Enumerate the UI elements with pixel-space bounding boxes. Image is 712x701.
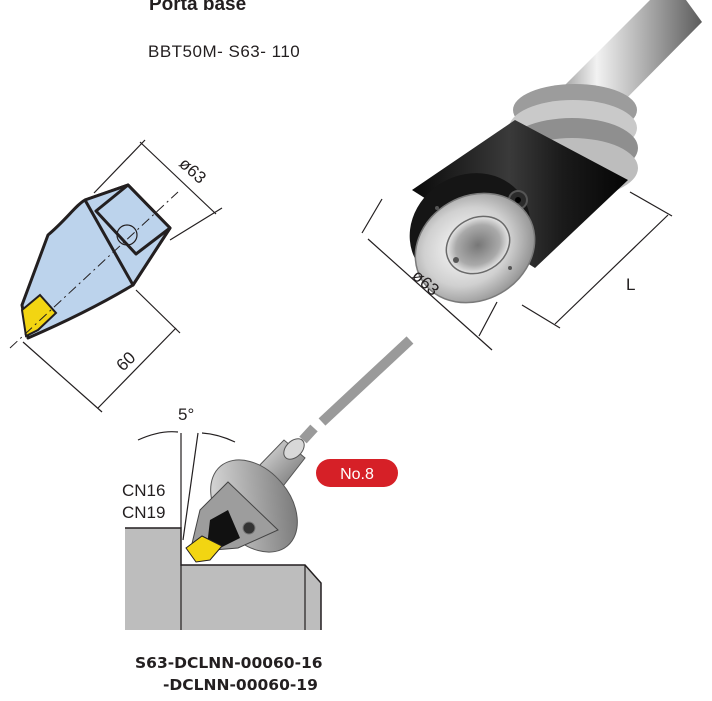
workpiece-body [125,528,321,630]
angle-label: 5° [178,405,194,424]
tool-holder [409,0,702,304]
sketch-hole [116,224,138,246]
holder-length-label: L [626,275,635,294]
face-hole [435,206,439,210]
sketch-length-dimension [22,289,181,413]
sketch-insert [20,293,58,338]
angle-dimension [137,431,236,541]
holder-length-dimension [521,191,673,329]
badge-label: No.8 [340,466,374,483]
face-hole [508,266,512,270]
face-hole [453,257,459,263]
holder-bore [445,215,511,275]
holder-sketch [9,183,179,349]
page-title: Porta base [149,0,247,15]
connector-line [299,336,414,444]
screw-slot [515,197,521,203]
sketch-diameter-label: ø63 [175,154,209,188]
clamp-screw-icon [242,521,256,535]
insert-label-cn19: CN19 [122,503,165,522]
holder-diameter-dimension [361,198,498,351]
boring-head [185,438,306,563]
part-number-1: S63-DCLNN-00060-16 [135,654,323,672]
connector-segment-upper [318,336,414,426]
workpiece-outline [125,527,322,630]
sketch-shank-end [94,183,172,256]
insert-label-cn16: CN16 [122,481,165,500]
no8-badge: No.8 [316,459,398,487]
sketch-length-label: 60 [113,348,140,375]
sketch-diameter-dimension [93,139,223,241]
connector-segment-lower [299,424,318,444]
taper-cone [540,0,702,110]
badge-pill [316,459,398,487]
head-shank-end [283,438,305,460]
workpiece [125,527,322,630]
head-insert [185,535,223,563]
model-number: BBT50M- S63- 110 [148,42,301,61]
part-number-2: -DCLNN-00060-19 [163,676,318,694]
sketch-centerline [9,191,179,349]
